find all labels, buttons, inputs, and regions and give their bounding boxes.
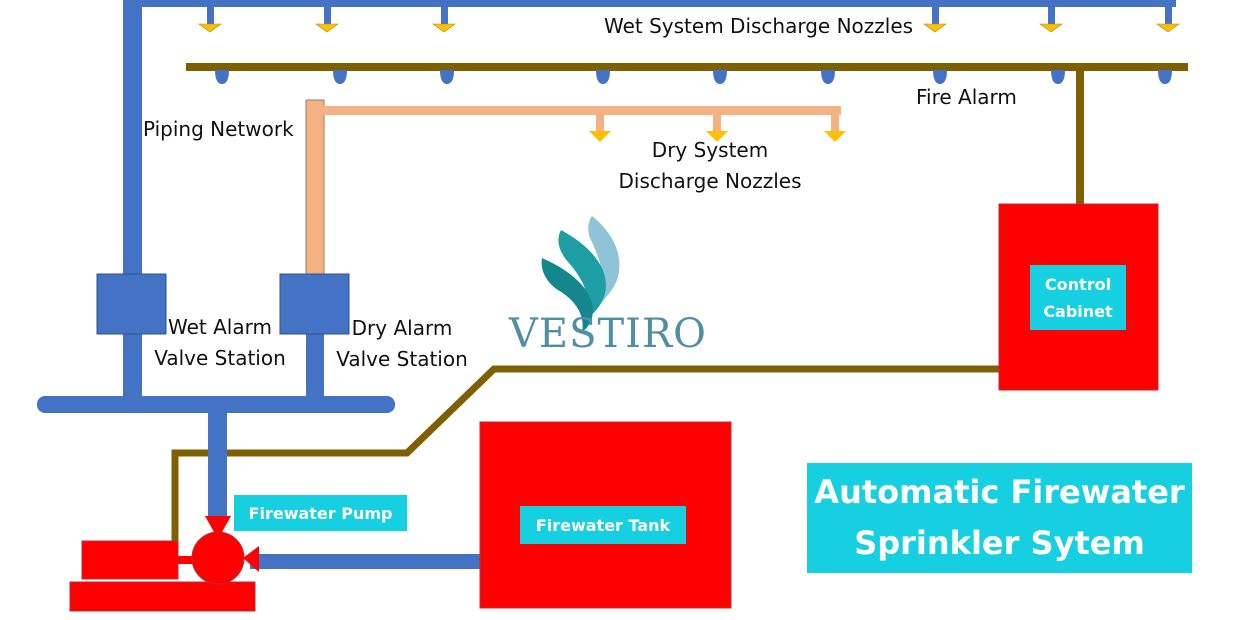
fire-alarm-wiring: [171, 63, 1188, 545]
fire-alarm-detector: [440, 70, 454, 84]
dry-header-pipe: [318, 106, 841, 115]
dry-discharge-nozzle: [824, 112, 846, 142]
control-cabinet-tag-line1: Control: [1044, 274, 1112, 294]
pump-motor: [81, 540, 179, 580]
wet-main-header-pipe: [123, 0, 1176, 7]
pump-control-wire: [171, 365, 1000, 545]
fire-alarm-label: Fire Alarm: [916, 85, 1017, 109]
dry-riser-lower-pipe: [306, 330, 324, 400]
wet-riser-pipe: [123, 0, 142, 405]
pump-base: [69, 581, 256, 612]
flame-leaf-logo-icon: [541, 216, 620, 332]
pump-casing: [191, 531, 245, 585]
pump-discharge-pipe: [208, 408, 227, 520]
dry-riser-pipe: [305, 99, 325, 277]
pump-shaft: [176, 556, 194, 564]
dry-nozzles-label: Dry System Discharge Nozzles: [605, 135, 815, 197]
dry-valve-label: Dry Alarm Valve Station: [326, 313, 478, 375]
wet-discharge-nozzle: [315, 4, 339, 33]
pump-outlet-flange: [205, 516, 231, 532]
dry-nozzle-group: [589, 112, 846, 142]
wet-alarm-valve: [96, 273, 167, 335]
wet-discharge-nozzle: [432, 4, 456, 33]
wet-discharge-nozzle: [1156, 4, 1180, 33]
diagram-title-box: Automatic Firewater Sprinkler Sytem: [807, 463, 1192, 573]
dry-discharge-nozzle: [706, 112, 728, 142]
diagram-title-line2: Sprinkler Sytem: [854, 524, 1145, 562]
wet-discharge-nozzle: [923, 4, 947, 33]
dry-alarm-valve: [279, 273, 350, 335]
dry-valve-label-line2: Valve Station: [336, 347, 468, 371]
fire-alarm-detector: [1051, 70, 1065, 84]
fire-alarm-detector-group: [215, 70, 1172, 84]
dry-valve-label-line1: Dry Alarm: [351, 316, 453, 340]
wet-nozzles-label: Wet System Discharge Nozzles: [604, 14, 914, 38]
fire-alarm-detector: [215, 70, 229, 84]
wet-nozzle-group: [198, 4, 1180, 33]
firewater-pump-tag: Firewater Pump: [234, 495, 407, 531]
dry-piping-network: [305, 99, 846, 277]
dry-discharge-nozzle: [589, 112, 611, 142]
wet-valve-label: Wet Alarm Valve Station: [144, 312, 296, 374]
wet-discharge-nozzle: [198, 4, 222, 33]
wet-discharge-nozzle: [1039, 4, 1063, 33]
firewater-pump-unit: [69, 516, 482, 612]
wet-valve-label-line1: Wet Alarm: [168, 315, 272, 339]
fire-alarm-detector: [713, 70, 727, 84]
dry-nozzles-label-line1: Dry System: [651, 138, 769, 162]
control-cabinet-tag: Control Cabinet: [1030, 265, 1126, 330]
wet-valve-label-line2: Valve Station: [154, 346, 286, 370]
vestiro-logo-text: VESTIRO: [509, 311, 707, 357]
pump-inlet-flange: [243, 546, 259, 572]
firewater-tank-tag: Firewater Tank: [520, 506, 686, 544]
diagram-title-line1: Automatic Firewater: [814, 473, 1185, 511]
fire-alarm-detector: [821, 70, 835, 84]
dry-nozzles-label-line2: Discharge Nozzles: [618, 169, 802, 193]
fire-alarm-line: [186, 63, 1188, 71]
valve-stations: [37, 273, 395, 520]
fire-alarm-detector: [596, 70, 610, 84]
fire-alarm-detector: [333, 70, 347, 84]
alarm-drop-wire: [1076, 70, 1084, 206]
main-distribution-pipe: [37, 396, 395, 413]
fire-alarm-detector: [1158, 70, 1172, 84]
pump-suction-pipe: [250, 554, 482, 569]
piping-network-label: Piping Network: [143, 117, 294, 141]
control-cabinet-tag-line2: Cabinet: [1043, 301, 1113, 321]
fire-alarm-detector: [933, 70, 947, 84]
